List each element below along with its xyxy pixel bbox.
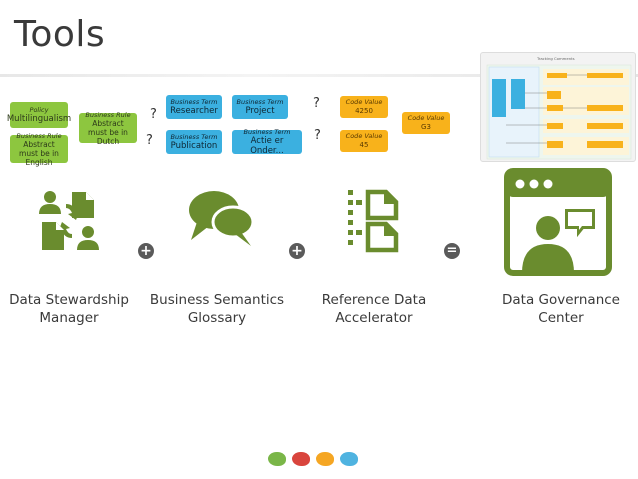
tool-label-line: Business Semantics — [149, 292, 285, 308]
code-value-4250-card: Code Value 4250 — [340, 96, 388, 118]
term-researcher-card: Business Term Researcher — [166, 95, 222, 119]
plus-operator-icon: + — [138, 243, 154, 259]
tool-label-glossary: Business Semantics Glossary — [148, 291, 286, 327]
card-type: Business Term — [236, 98, 284, 106]
policy-card: Policy Multilingualism — [6, 102, 72, 128]
card-value: Project — [245, 106, 275, 116]
stewardship-icon — [39, 191, 99, 250]
code-value-g3-card: Code Value G3 — [402, 112, 450, 134]
tool-label-line: Data Stewardship — [9, 292, 129, 308]
orange-dot-icon — [316, 452, 334, 466]
card-value: 45 — [359, 141, 369, 149]
tool-label-line: Data Governance — [502, 292, 620, 308]
green-dot-icon — [268, 452, 286, 466]
card-value: Abstract must be in Dutch — [88, 118, 128, 146]
browser-window-person-icon — [504, 168, 612, 276]
tool-label-line: Center — [538, 310, 584, 326]
term-project-card: Business Term Project — [232, 95, 288, 119]
question-mark: ? — [313, 96, 320, 111]
term-publication-card: Business Term Publication — [166, 130, 222, 154]
card-value: G3 — [421, 123, 431, 131]
card-type: Code Value — [345, 132, 383, 140]
card-type: Business Term — [243, 128, 291, 136]
workflow-diagram-svg — [486, 64, 632, 160]
plus-operator-icon: + — [289, 243, 305, 259]
header-divider — [0, 74, 638, 77]
card-value: 4250 — [355, 107, 373, 115]
card-value: Actie er Onder... — [250, 136, 284, 156]
code-value-45-card: Code Value 45 — [340, 130, 388, 152]
tool-label-governance: Data Governance Center — [494, 291, 628, 327]
equals-operator-icon: = — [444, 243, 460, 259]
card-type: Code Value — [407, 114, 445, 122]
speech-bubbles-icon — [189, 191, 255, 246]
card-value: Researcher — [170, 106, 218, 116]
card-value: Abstract must be in English — [19, 139, 59, 167]
tool-label-line: Manager — [39, 310, 99, 326]
card-type: Policy — [29, 106, 49, 114]
brand-dots — [268, 452, 358, 466]
card-type: Business Term — [170, 98, 218, 106]
tool-label-line: Accelerator — [335, 310, 413, 326]
tool-label-line: Glossary — [187, 310, 247, 326]
question-mark: ? — [150, 107, 157, 122]
card-type: Business Rule — [85, 110, 131, 119]
workflow-diagram-thumbnail: Tracking Comments — [480, 52, 636, 162]
term-actie-card: Business Term Actie er Onder... — [232, 128, 302, 156]
business-rule-english-card: Business Rule Abstract must be in Englis… — [10, 131, 68, 167]
tool-label-line: Reference Data — [321, 292, 427, 308]
card-type: Business Term — [170, 133, 218, 141]
red-dot-icon — [292, 452, 310, 466]
card-value: Multilingualism — [6, 114, 72, 124]
card-type: Business Rule — [16, 131, 62, 140]
card-type: Code Value — [345, 98, 383, 106]
tool-label-accelerator: Reference Data Accelerator — [314, 291, 434, 327]
card-value: Publication — [170, 141, 218, 151]
reference-documents-icon — [348, 189, 399, 253]
question-mark: ? — [314, 128, 321, 143]
tool-label-stewardship: Data Stewardship Manager — [2, 291, 136, 327]
slide-title: Tools — [14, 14, 106, 55]
business-rule-dutch-card: Business Rule Abstract must be in Dutch — [79, 110, 137, 146]
diagram-title: Tracking Comments — [537, 56, 575, 61]
question-mark: ? — [146, 133, 153, 148]
blue-dot-icon — [340, 452, 358, 466]
